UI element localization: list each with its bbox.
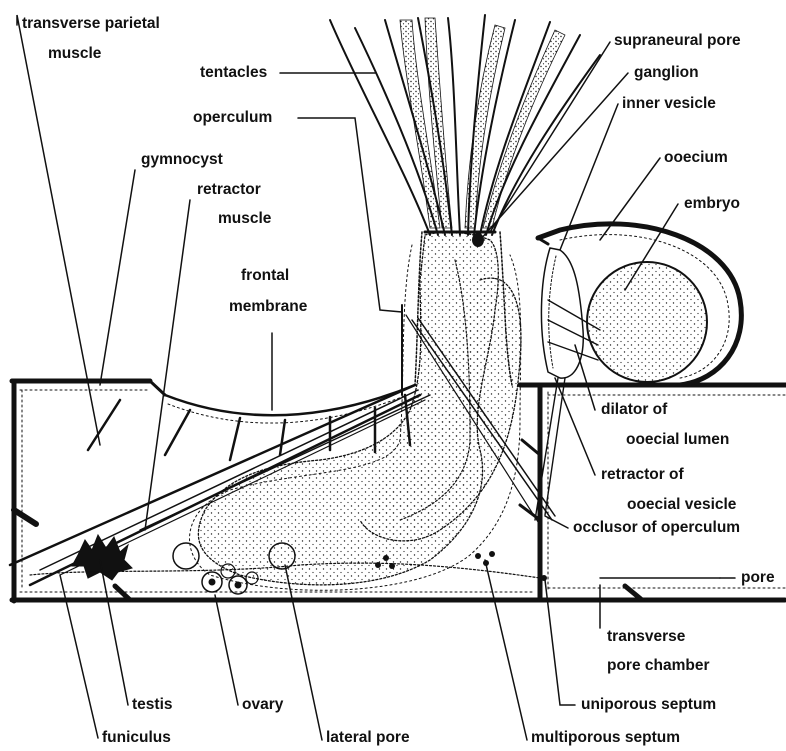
label-retractor-muscle-line2: muscle <box>218 209 271 228</box>
label-ganglion: ganglion <box>634 63 699 82</box>
label-retractor-muscle-line1: retractor <box>197 180 261 199</box>
label-ovary: ovary <box>242 695 283 714</box>
label-funiculus: funiculus <box>102 728 171 747</box>
label-uniporous-septum: uniporous septum <box>581 695 716 714</box>
label-supraneural-pore: supraneural pore <box>614 31 741 50</box>
label-tentacles: tentacles <box>200 63 267 82</box>
label-frontal-membrane-line1: frontal <box>241 266 289 285</box>
label-retractor-vesicle-line2: ooecial vesicle <box>627 495 736 514</box>
label-transverse-pore-chamber-line2: pore chamber <box>607 656 710 675</box>
label-occlusor-of-operculum: occlusor of operculum <box>573 518 740 537</box>
label-pore: pore <box>741 568 775 587</box>
label-ooecium: ooecium <box>664 148 728 167</box>
label-lateral-pore: lateral pore <box>326 728 410 747</box>
label-testis: testis <box>132 695 173 714</box>
label-retractor-vesicle-line1: retractor of <box>601 465 684 484</box>
label-inner-vesicle: inner vesicle <box>622 94 716 113</box>
label-embryo: embryo <box>684 194 740 213</box>
label-dilator-line2: ooecial lumen <box>626 430 729 449</box>
label-dilator-line1: dilator of <box>601 400 667 419</box>
label-multiporous-septum: multiporous septum <box>531 728 680 747</box>
label-transverse-parietal-muscle-line1: transverse parietal <box>22 14 160 33</box>
label-transverse-pore-chamber-line1: transverse <box>607 627 685 646</box>
label-transverse-parietal-muscle-line2: muscle <box>48 44 101 63</box>
label-operculum: operculum <box>193 108 272 127</box>
label-frontal-membrane-line2: membrane <box>229 297 307 316</box>
label-gymnocyst: gymnocyst <box>141 150 223 169</box>
